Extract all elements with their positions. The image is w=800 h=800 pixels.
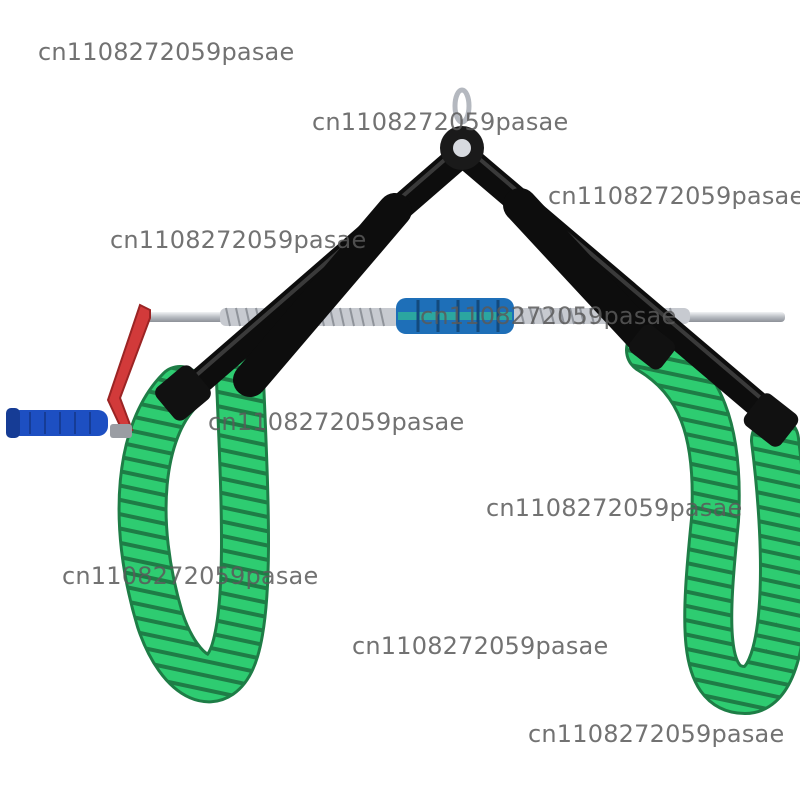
watermark: cn1108272059pasae (38, 38, 295, 66)
right-inner-cap (629, 324, 675, 370)
watermark: cn1108272059pasae (486, 494, 743, 522)
watermark: cn1108272059pasae (110, 226, 367, 254)
watermark: cn1108272059pasae (62, 562, 319, 590)
right-arm (457, 147, 783, 428)
left-hose (117, 355, 270, 704)
crank-handle (106, 303, 151, 438)
right-hose (625, 325, 800, 716)
watermark: cn1108272059pasae (208, 408, 465, 436)
blue-knob (6, 408, 108, 438)
watermark: cn1108272059pasae (420, 302, 677, 330)
foam-grip (396, 298, 514, 334)
left-arm (177, 147, 468, 403)
left-arm-cap (155, 365, 211, 421)
top-hinge (440, 87, 484, 170)
watermark: cn1108272059pasae (548, 182, 800, 210)
watermark: cn1108272059pasae (312, 108, 569, 136)
right-arm-cap (743, 393, 799, 447)
watermark: cn1108272059pasae (528, 720, 785, 748)
watermark: cn1108272059pasae (352, 632, 609, 660)
hanging-ring-icon (452, 87, 472, 125)
